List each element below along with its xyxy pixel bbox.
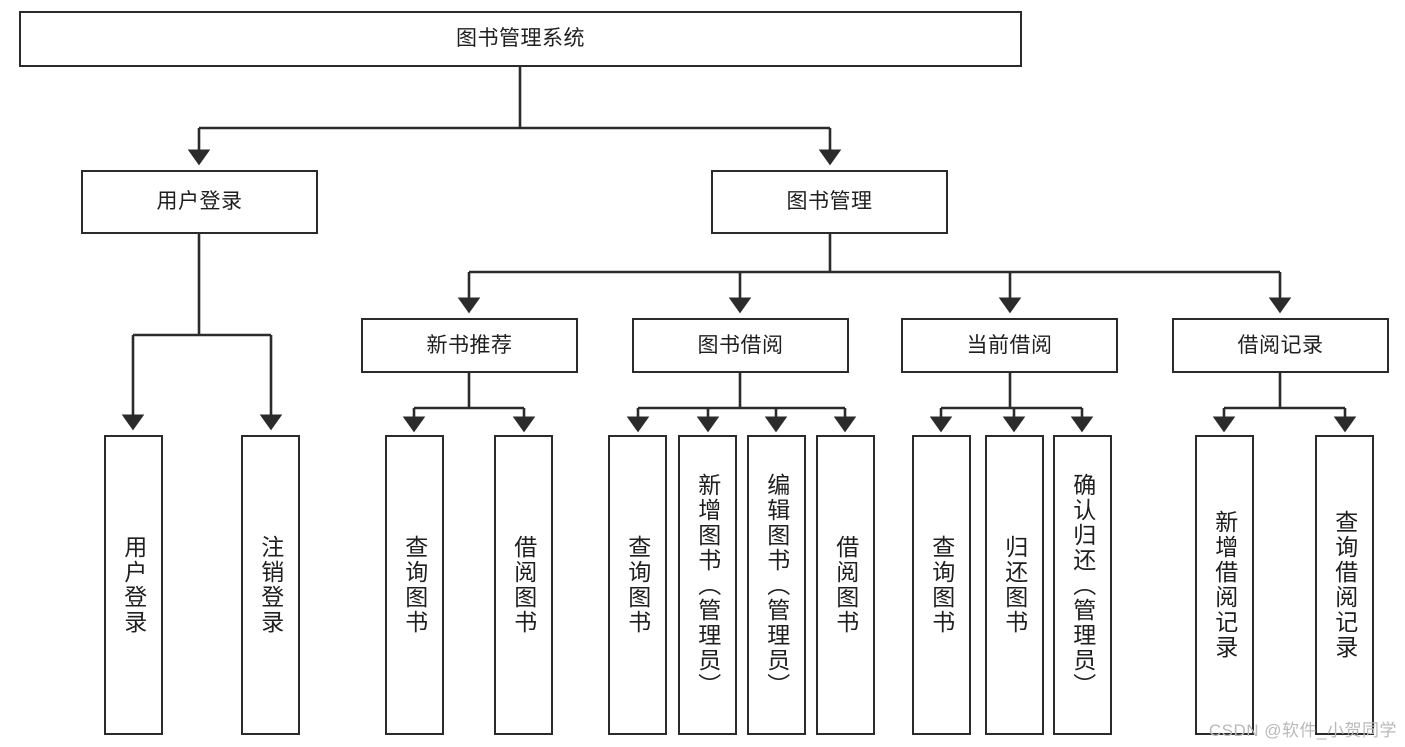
node-user-login[interactable]: 用户登录	[81, 170, 318, 234]
node-current-borrow-label: 当前借阅	[966, 333, 1053, 357]
leaf-label: 编辑图书（管理员）	[763, 472, 790, 698]
leaf-user-login-logout[interactable]: 注销登录	[241, 435, 300, 735]
node-book-borrow[interactable]: 图书借阅	[632, 318, 849, 373]
leaf-borrow-edit-book-admin[interactable]: 编辑图书（管理员）	[747, 435, 806, 735]
leaf-borrow-add-book-admin[interactable]: 新增图书（管理员）	[678, 435, 737, 735]
node-book-management-label: 图书管理	[786, 190, 873, 214]
node-new-book-recommend-label: 新书推荐	[426, 333, 513, 357]
leaf-borrow-query-book[interactable]: 查询图书	[608, 435, 667, 735]
node-book-management[interactable]: 图书管理	[711, 170, 948, 234]
leaf-label: 查询借阅记录	[1331, 510, 1358, 660]
node-book-borrow-label: 图书借阅	[697, 333, 784, 357]
leaf-label: 新增借阅记录	[1211, 510, 1238, 660]
node-current-borrow[interactable]: 当前借阅	[901, 318, 1118, 373]
leaf-label: 用户登录	[120, 535, 147, 635]
leaf-user-login-login[interactable]: 用户登录	[104, 435, 163, 735]
node-user-login-label: 用户登录	[156, 190, 243, 214]
leaf-label: 查询图书	[401, 535, 428, 635]
leaf-label: 归还图书	[1001, 535, 1028, 635]
leaf-label: 查询图书	[624, 535, 651, 635]
leaf-recommend-query-book[interactable]: 查询图书	[385, 435, 444, 735]
leaf-current-return-book[interactable]: 归还图书	[985, 435, 1044, 735]
leaf-label: 借阅图书	[510, 535, 537, 635]
leaf-record-query-record[interactable]: 查询借阅记录	[1315, 435, 1374, 735]
leaf-label: 确认归还（管理员）	[1069, 472, 1096, 698]
leaf-label: 注销登录	[257, 535, 284, 635]
node-borrow-record[interactable]: 借阅记录	[1172, 318, 1389, 373]
node-borrow-record-label: 借阅记录	[1237, 333, 1324, 357]
leaf-recommend-borrow-book[interactable]: 借阅图书	[494, 435, 553, 735]
leaf-borrow-borrow-book[interactable]: 借阅图书	[816, 435, 875, 735]
node-root-label: 图书管理系统	[456, 27, 585, 51]
leaf-current-confirm-return-admin[interactable]: 确认归还（管理员）	[1053, 435, 1112, 735]
leaf-label: 新增图书（管理员）	[694, 472, 721, 698]
leaf-label: 借阅图书	[832, 535, 859, 635]
leaf-record-add-record[interactable]: 新增借阅记录	[1195, 435, 1254, 735]
leaf-current-query-book[interactable]: 查询图书	[912, 435, 971, 735]
node-new-book-recommend[interactable]: 新书推荐	[361, 318, 578, 373]
leaf-label: 查询图书	[928, 535, 955, 635]
node-root-system[interactable]: 图书管理系统	[19, 11, 1022, 67]
watermark-text: CSDN @软件_小贺同学	[1208, 721, 1397, 740]
